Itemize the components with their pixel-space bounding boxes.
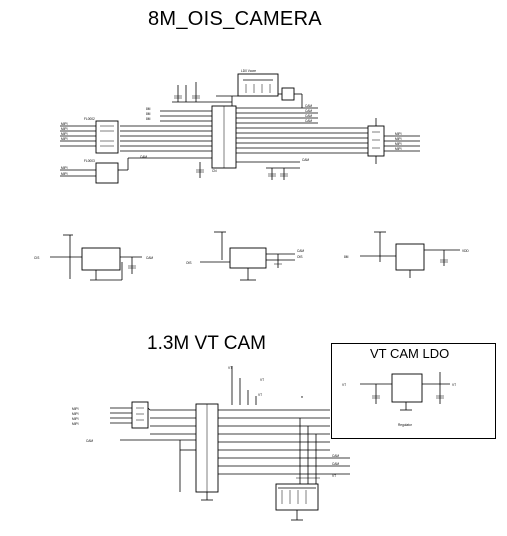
mipi-filter-upper bbox=[95, 120, 119, 154]
svg-text:8M: 8M bbox=[146, 112, 151, 116]
svg-text:VT: VT bbox=[228, 366, 232, 370]
svg-text:MIPI: MIPI bbox=[72, 412, 79, 416]
svg-text:MIPI: MIPI bbox=[72, 407, 79, 411]
inductor bbox=[281, 87, 295, 101]
ois-ldo-right: 8M VDD bbox=[344, 231, 469, 278]
svg-text:CAM: CAM bbox=[146, 256, 153, 260]
svg-text:VT: VT bbox=[258, 393, 262, 397]
svg-text:MIPI: MIPI bbox=[395, 132, 402, 136]
svg-text:CAM: CAM bbox=[305, 119, 312, 123]
vt-cam-ldo-schematic: VT VT Regulator bbox=[342, 372, 456, 427]
svg-text:VT: VT bbox=[452, 383, 456, 387]
section-title-8m-ois-camera: 8M_OIS_CAMERA bbox=[148, 8, 322, 30]
svg-text:MIPI: MIPI bbox=[395, 142, 402, 146]
vt-cam-schematic: VT bbox=[72, 366, 350, 521]
svg-text:OIS: OIS bbox=[297, 255, 303, 259]
svg-text:MIPI: MIPI bbox=[61, 127, 68, 131]
vt-ldo-regulator bbox=[391, 373, 423, 403]
svg-text:CAM: CAM bbox=[302, 158, 309, 162]
svg-text:CAM: CAM bbox=[305, 114, 312, 118]
svg-text:FL0002: FL0002 bbox=[84, 117, 95, 121]
ois-ldo-left: CIS CAM bbox=[34, 234, 153, 281]
ois-ldo-middle: OIS CAM OIS bbox=[186, 231, 304, 281]
svg-text:VT: VT bbox=[260, 378, 264, 382]
svg-text:VT: VT bbox=[332, 474, 336, 478]
svg-text:CAM: CAM bbox=[332, 454, 339, 458]
svg-text:CAM: CAM bbox=[305, 104, 312, 108]
top-cap-bank bbox=[237, 73, 279, 97]
svg-text:MIPI: MIPI bbox=[395, 137, 402, 141]
mipi-filter-right bbox=[367, 125, 385, 157]
svg-text:8M: 8M bbox=[146, 117, 151, 121]
svg-text:Regulator: Regulator bbox=[398, 423, 413, 427]
svg-text:8M: 8M bbox=[344, 255, 349, 259]
svg-text:CAM: CAM bbox=[86, 439, 93, 443]
svg-text:CAM: CAM bbox=[297, 249, 304, 253]
svg-text:MIPI: MIPI bbox=[61, 132, 68, 136]
svg-text:CN: CN bbox=[212, 169, 217, 173]
svg-text:MIPI: MIPI bbox=[61, 137, 68, 141]
svg-text:MIPI: MIPI bbox=[72, 417, 79, 421]
svg-text:MIPI: MIPI bbox=[61, 172, 68, 176]
vt-cam-ldo-frame bbox=[331, 343, 496, 439]
svg-text:8M: 8M bbox=[146, 107, 151, 111]
svg-text:MIPI: MIPI bbox=[61, 166, 68, 170]
section-title-vt-cam-ldo: VT CAM LDO bbox=[370, 346, 450, 361]
svg-text:VT: VT bbox=[342, 383, 346, 387]
svg-text:LD0 Vcore: LD0 Vcore bbox=[241, 69, 256, 73]
svg-text:CIS: CIS bbox=[34, 256, 39, 260]
svg-text:CAM: CAM bbox=[332, 462, 339, 466]
svg-text:OIS: OIS bbox=[186, 261, 192, 265]
vt-mipi-filter bbox=[131, 401, 149, 429]
svg-text:MIPI: MIPI bbox=[395, 147, 402, 151]
svg-text:CAM: CAM bbox=[140, 155, 147, 159]
mipi-filter-lower bbox=[95, 162, 119, 184]
svg-text:MIPI: MIPI bbox=[61, 122, 68, 126]
svg-text:CAM: CAM bbox=[305, 109, 312, 113]
svg-text:VDD: VDD bbox=[462, 249, 469, 253]
svg-text:MIPI: MIPI bbox=[72, 422, 79, 426]
section-title-vt-cam: 1.3M VT CAM bbox=[147, 333, 266, 354]
svg-text:FL0003: FL0003 bbox=[84, 159, 95, 163]
